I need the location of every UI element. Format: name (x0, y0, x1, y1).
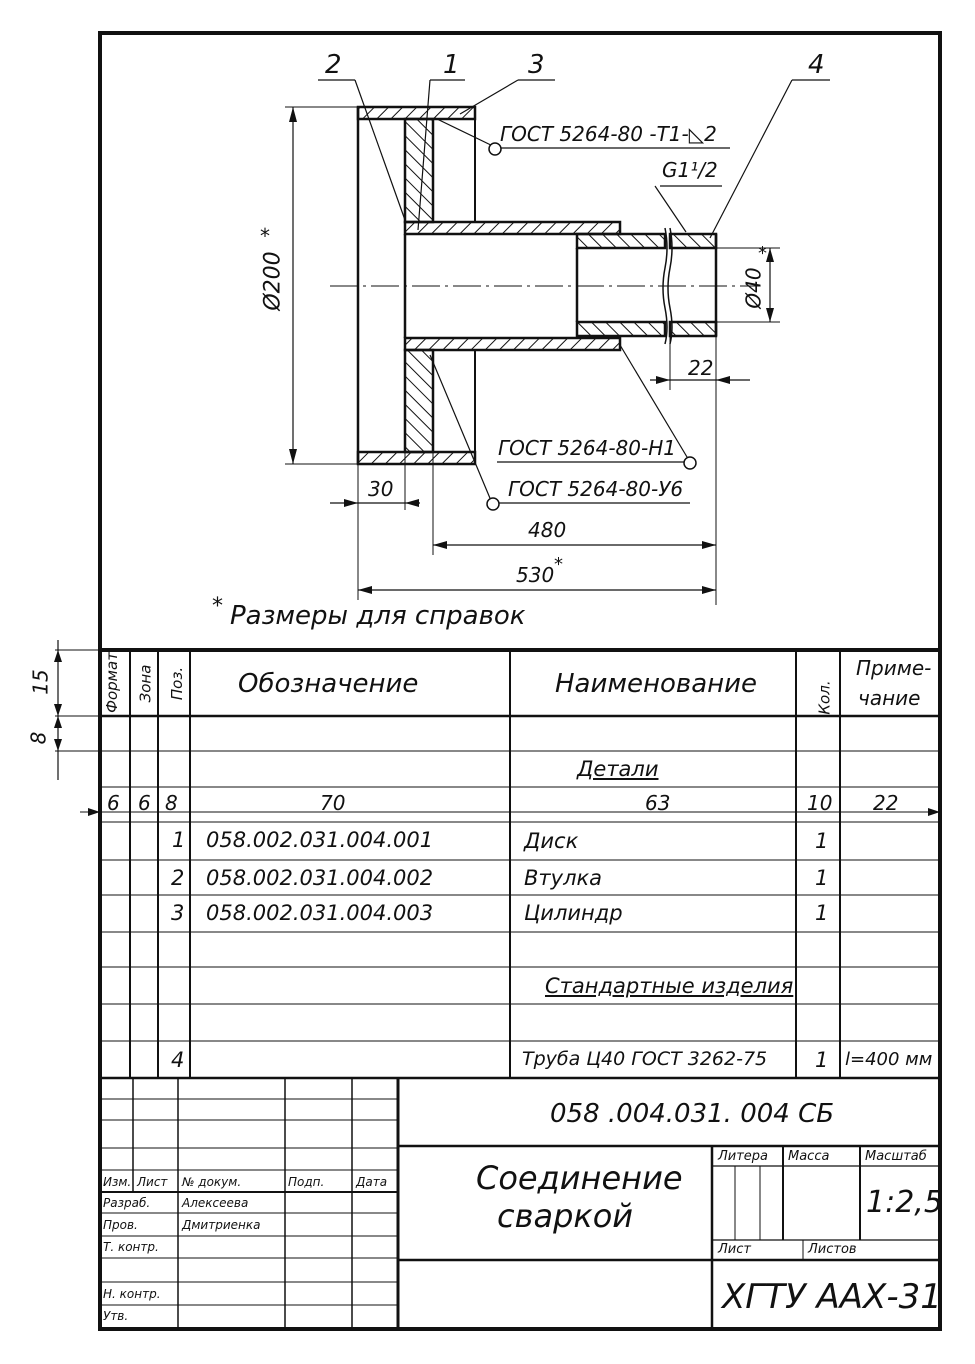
weld-label-mid: ГОСТ 5264-80-Н1 (498, 436, 676, 460)
role-developer: Разраб. (103, 1196, 151, 1210)
dim-thickness-30: 30 (368, 477, 394, 501)
dim-thread-length-22: 22 (688, 356, 714, 380)
header-format: Формат (102, 652, 121, 713)
header-note-2: чание (858, 686, 921, 710)
col-izm: Изм. (103, 1175, 132, 1189)
section-details: Детали (577, 757, 659, 781)
width-pos: 8 (165, 791, 178, 815)
role-norm-control: Н. контр. (103, 1287, 161, 1301)
col-list: Лист (137, 1175, 168, 1189)
dim-asterisk-530: * (554, 554, 563, 575)
title-line-1: Соединение (476, 1159, 683, 1197)
width-designation: 70 (320, 791, 346, 815)
assembly-view (285, 79, 830, 605)
org-code: ХГТУ ААХ-31 (722, 1277, 942, 1317)
width-name: 63 (645, 791, 671, 815)
col-date: Дата (356, 1175, 388, 1189)
dim-diameter-200: Ø200 (260, 251, 286, 311)
header-name: Наименование (555, 669, 758, 699)
row-3-pos: 3 (171, 901, 185, 925)
header-pos: Поз. (168, 666, 187, 701)
dim-row-height: 8 (26, 731, 51, 745)
header-qty: Кол. (815, 680, 834, 715)
position-label-2: 2 (325, 50, 342, 80)
row-1-pos: 1 (172, 828, 186, 852)
role-checker: Пров. (103, 1218, 138, 1232)
dim-diameter-40: Ø40 (741, 267, 766, 309)
sheet-frame (98, 31, 942, 1331)
width-note: 22 (873, 791, 899, 815)
name-checker: Дмитриенка (182, 1218, 261, 1232)
row-2-designation: 058.002.031.004.002 (206, 866, 434, 890)
row-4-name: Труба Ц40 ГОСТ 3262-75 (522, 1048, 768, 1070)
doc-code: 058 .004.031. 004 СБ (550, 1099, 835, 1129)
label-scale: Масштаб (865, 1149, 927, 1164)
label-sheet: Лист (718, 1242, 751, 1257)
row-2-pos: 2 (171, 866, 185, 890)
scale-value: 1:2,5 (866, 1185, 943, 1220)
label-litera: Литера (718, 1149, 769, 1164)
row-2-qty: 1 (815, 866, 829, 890)
header-designation: Обозначение (238, 669, 419, 699)
title-line-2: сваркой (497, 1197, 634, 1235)
label-sheets: Листов (808, 1242, 857, 1257)
col-doc: № докум. (182, 1175, 242, 1189)
row-3-name: Цилиндр (524, 901, 623, 925)
name-developer: Алексеева (182, 1196, 249, 1210)
weld-label-top: ГОСТ 5264-80 -Т1-◺2 (500, 122, 717, 146)
dim-length-530: 530 (516, 563, 555, 587)
dim-asterisk-200: * (260, 224, 270, 248)
section-standard: Стандартные изделия (545, 974, 794, 998)
row-1-qty: 1 (815, 829, 829, 853)
row-4-note: l=400 мм (845, 1049, 933, 1070)
position-label-1: 1 (443, 50, 460, 80)
dim-header-height: 15 (28, 669, 53, 695)
row-2-name: Втулка (524, 866, 603, 890)
row-4-pos: 4 (171, 1048, 185, 1072)
row-1-designation: 058.002.031.004.001 (206, 828, 434, 852)
label-mass: Масса (788, 1149, 830, 1164)
row-3-qty: 1 (815, 901, 829, 925)
title-block-grid (100, 1078, 940, 1329)
header-note-1: Приме- (856, 656, 932, 680)
width-qty: 10 (807, 791, 833, 815)
role-tech-control: Т. контр. (103, 1240, 159, 1254)
dim-length-480: 480 (528, 518, 567, 542)
weld-label-bottom: ГОСТ 5264-80-У6 (508, 477, 684, 501)
width-zone: 6 (138, 791, 151, 815)
col-sign: Подп. (288, 1175, 325, 1189)
header-zone: Зона (136, 664, 155, 703)
dim-asterisk-40: * (758, 243, 767, 264)
position-label-4: 4 (808, 50, 825, 80)
spec-table-grid (55, 640, 940, 1080)
row-1-name: Диск (524, 829, 579, 853)
note-asterisk: * (212, 594, 223, 619)
row-3-designation: 058.002.031.004.003 (206, 901, 434, 925)
position-label-3: 3 (528, 50, 545, 80)
thread-label: G1¹/2 (662, 158, 718, 182)
role-approved: Утв. (103, 1309, 129, 1323)
reference-dims-note: Размеры для справок (230, 601, 526, 631)
row-4-qty: 1 (815, 1048, 829, 1072)
width-format: 6 (107, 791, 120, 815)
spec-table-arrows (54, 650, 940, 816)
